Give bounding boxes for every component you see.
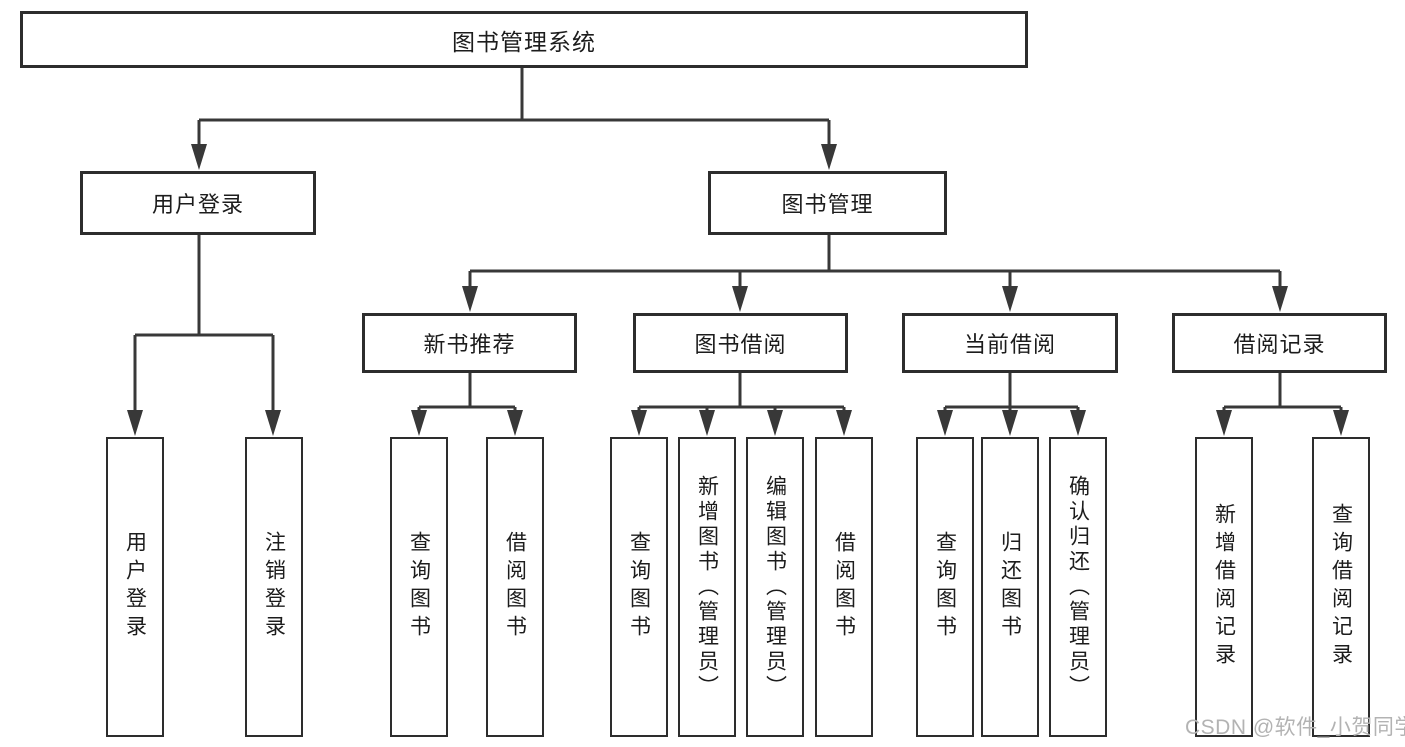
- arrowhead: [462, 286, 478, 312]
- arrowhead: [1002, 410, 1018, 436]
- node-label: 借阅图书: [503, 531, 527, 643]
- node-leaf-logout: 注销登录: [245, 437, 303, 737]
- node-leaf-query-borrow-record: 查询借阅记录: [1312, 437, 1370, 737]
- connector-root: [197, 68, 831, 146]
- node-leaf-edit-books-admin: 编辑图书（管理员）: [746, 437, 804, 737]
- connector-current-borrow: [943, 373, 1080, 412]
- node-label: 查询借阅记录: [1329, 503, 1353, 671]
- node-label: 查询图书: [627, 531, 651, 643]
- node-leaf-return-books: 归还图书: [981, 437, 1039, 737]
- arrowhead: [1272, 286, 1288, 312]
- node-label: 新增借阅记录: [1212, 503, 1236, 671]
- node-label: 查询图书: [933, 531, 957, 643]
- node-label: 查询图书: [407, 531, 431, 643]
- arrowhead: [411, 410, 427, 436]
- node-label: 新增图书（管理员）: [695, 474, 719, 700]
- csdn-watermark: CSDN @软件_小贺同学: [1185, 716, 1405, 739]
- node-label: 编辑图书（管理员）: [763, 474, 787, 700]
- connector-user-login: [133, 235, 275, 412]
- node-borrowing-records: 借阅记录: [1172, 313, 1387, 373]
- connector-borrow-records: [1222, 373, 1343, 412]
- arrowhead: [699, 410, 715, 436]
- arrowhead: [191, 144, 207, 170]
- arrowhead: [732, 286, 748, 312]
- arrowhead: [767, 410, 783, 436]
- node-leaf-borrow-books-2: 借阅图书: [815, 437, 873, 737]
- arrowhead: [821, 144, 837, 170]
- node-user-login: 用户登录: [80, 171, 316, 235]
- node-label: 确认归还（管理员）: [1066, 474, 1090, 700]
- node-book-management: 图书管理: [708, 171, 947, 235]
- connector-book-mgmt: [468, 235, 1282, 288]
- node-label: 图书管理: [781, 192, 874, 217]
- node-label: 图书借阅: [694, 332, 787, 357]
- node-book-borrowing: 图书借阅: [633, 313, 848, 373]
- node-label: 新书推荐: [423, 332, 516, 357]
- node-label: 用户登录: [123, 531, 147, 643]
- node-library-management-system: 图书管理系统: [20, 11, 1028, 68]
- node-label: 图书管理系统: [452, 28, 596, 55]
- node-leaf-confirm-return-admin: 确认归还（管理员）: [1049, 437, 1107, 737]
- node-leaf-query-books-2: 查询图书: [610, 437, 668, 737]
- arrowhead: [127, 410, 143, 436]
- arrowhead: [631, 410, 647, 436]
- node-leaf-add-borrow-record: 新增借阅记录: [1195, 437, 1253, 737]
- arrowhead: [937, 410, 953, 436]
- connector-book-borrow: [637, 373, 846, 412]
- node-label: 借阅记录: [1233, 332, 1326, 357]
- node-label: 注销登录: [262, 531, 286, 643]
- arrowhead: [1002, 286, 1018, 312]
- node-new-book-recommend: 新书推荐: [362, 313, 577, 373]
- arrowhead: [265, 410, 281, 436]
- arrowhead: [507, 410, 523, 436]
- arrowhead: [1070, 410, 1086, 436]
- node-label: 当前借阅: [963, 332, 1056, 357]
- arrowhead: [1216, 410, 1232, 436]
- arrowhead: [836, 410, 852, 436]
- node-label: 用户登录: [151, 192, 244, 217]
- arrowhead: [1333, 410, 1349, 436]
- connector-new-book: [417, 373, 517, 412]
- node-leaf-borrow-books-1: 借阅图书: [486, 437, 544, 737]
- node-leaf-add-books-admin: 新增图书（管理员）: [678, 437, 736, 737]
- node-label: 归还图书: [998, 531, 1022, 643]
- node-leaf-query-books-3: 查询图书: [916, 437, 974, 737]
- node-leaf-user-login: 用户登录: [106, 437, 164, 737]
- arrowheads: [127, 144, 1349, 436]
- node-label: 借阅图书: [832, 531, 856, 643]
- node-current-borrowing: 当前借阅: [902, 313, 1118, 373]
- node-leaf-query-books-1: 查询图书: [390, 437, 448, 737]
